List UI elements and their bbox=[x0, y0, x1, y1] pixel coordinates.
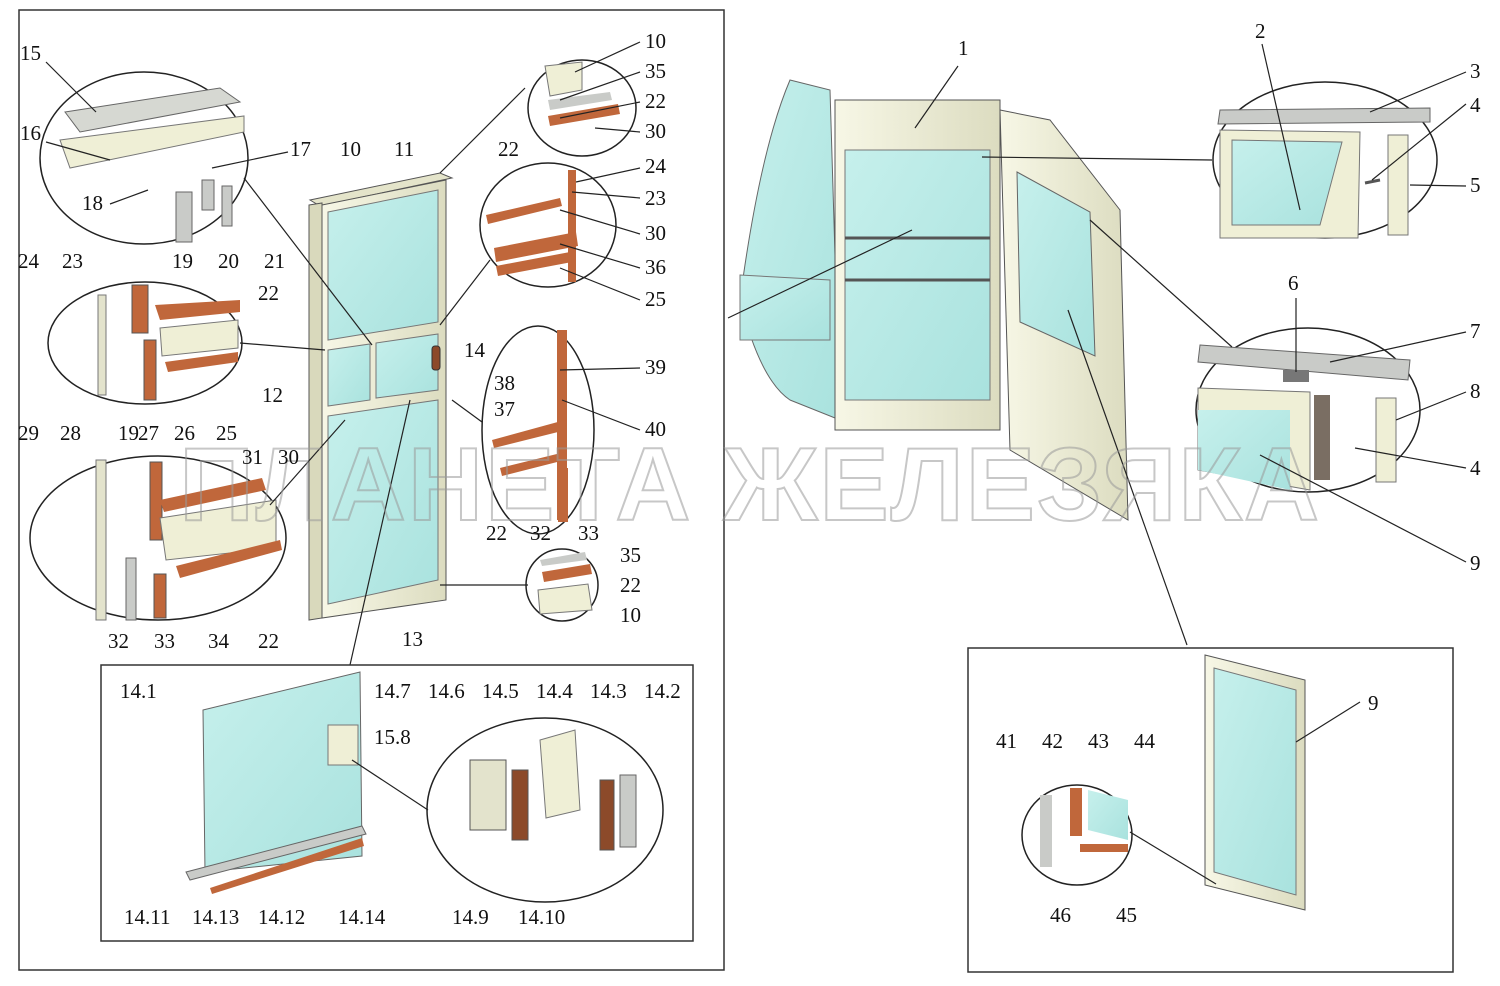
label-33-a: 33 bbox=[154, 629, 175, 653]
connector-lines bbox=[239, 87, 528, 666]
label-42: 42 bbox=[1042, 729, 1063, 753]
label-33-b: 33 bbox=[578, 521, 599, 545]
label-1: 1 bbox=[958, 36, 969, 60]
watermark: ПЛАНЕТА ЖЕЛЕЗЯКА bbox=[179, 427, 1321, 543]
label-35-b: 35 bbox=[620, 543, 641, 567]
detail-circle-2-5 bbox=[1212, 81, 1438, 239]
detail-circle-top-right bbox=[527, 59, 637, 157]
label-30-a: 30 bbox=[645, 119, 666, 143]
label-leaders bbox=[45, 41, 1467, 743]
detail-circle-right bbox=[481, 325, 595, 535]
label-20: 20 bbox=[218, 249, 239, 273]
label-21: 21 bbox=[264, 249, 285, 273]
label-30-c: 30 bbox=[278, 445, 299, 469]
label-13: 13 bbox=[402, 627, 423, 651]
label-31: 31 bbox=[242, 445, 263, 469]
label-14-9: 14.9 bbox=[452, 905, 489, 929]
label-27: 27 bbox=[138, 421, 159, 445]
label-22-d: 22 bbox=[498, 137, 519, 161]
detail-circle-lower-left bbox=[29, 455, 287, 621]
label-39: 39 bbox=[645, 355, 666, 379]
label-26: 26 bbox=[174, 421, 195, 445]
label-14-3: 14.3 bbox=[590, 679, 627, 703]
label-46: 46 bbox=[1050, 903, 1071, 927]
part-labels: 1 2 3 4 5 6 7 8 4 9 9 10 10 10 11 12 13 … bbox=[18, 19, 1481, 929]
label-15-8: 15.8 bbox=[374, 725, 411, 749]
window-leaf bbox=[308, 172, 454, 621]
detail-circle-mid-left bbox=[47, 281, 243, 405]
label-11: 11 bbox=[394, 137, 414, 161]
label-34: 34 bbox=[208, 629, 230, 653]
label-22-b: 22 bbox=[258, 629, 279, 653]
label-10-top: 10 bbox=[645, 29, 666, 53]
label-14-11: 14.11 bbox=[124, 905, 170, 929]
label-23-b: 23 bbox=[645, 186, 666, 210]
detail-circle-bottom-right bbox=[525, 548, 599, 622]
label-29: 29 bbox=[18, 421, 39, 445]
label-24-b: 24 bbox=[645, 154, 667, 178]
label-30-b: 30 bbox=[645, 221, 666, 245]
label-10-bottom: 10 bbox=[620, 603, 641, 627]
label-14-12: 14.12 bbox=[258, 905, 305, 929]
label-28: 28 bbox=[60, 421, 81, 445]
label-19: 19 bbox=[172, 249, 193, 273]
label-8: 8 bbox=[1470, 379, 1481, 403]
label-36: 36 bbox=[645, 255, 666, 279]
label-2: 2 bbox=[1255, 19, 1266, 43]
right-connector-lines bbox=[727, 65, 1233, 885]
window-9-box bbox=[967, 647, 1454, 973]
detail-circle-mid-right bbox=[479, 162, 617, 288]
label-9: 9 bbox=[1470, 551, 1481, 575]
label-22-f: 22 bbox=[620, 573, 641, 597]
label-14-2: 14.2 bbox=[644, 679, 681, 703]
label-40: 40 bbox=[645, 417, 666, 441]
label-10-leaf: 10 bbox=[340, 137, 361, 161]
label-16: 16 bbox=[20, 121, 41, 145]
detail-circle-6-9 bbox=[1195, 327, 1421, 493]
label-15: 15 bbox=[20, 41, 41, 65]
label-5: 5 bbox=[1470, 173, 1481, 197]
label-41: 41 bbox=[996, 729, 1017, 753]
label-18: 18 bbox=[82, 191, 103, 215]
label-12: 12 bbox=[262, 383, 283, 407]
label-14-6: 14.6 bbox=[428, 679, 465, 703]
label-14-4: 14.4 bbox=[536, 679, 573, 703]
label-3: 3 bbox=[1470, 59, 1481, 83]
label-17: 17 bbox=[290, 137, 311, 161]
label-14-13: 14.13 bbox=[192, 905, 239, 929]
label-22-c: 22 bbox=[645, 89, 666, 113]
label-14-5: 14.5 bbox=[482, 679, 519, 703]
label-22-a: 22 bbox=[258, 281, 279, 305]
label-7: 7 bbox=[1470, 319, 1481, 343]
label-14-1: 14.1 bbox=[120, 679, 157, 703]
label-19-mid: 19 bbox=[118, 421, 139, 445]
label-22-e: 22 bbox=[486, 521, 507, 545]
detail-circle-top bbox=[39, 71, 249, 245]
label-14-10: 14.10 bbox=[518, 905, 565, 929]
label-14-7: 14.7 bbox=[374, 679, 411, 703]
label-24-a: 24 bbox=[18, 249, 40, 273]
assembly-14-box bbox=[100, 664, 694, 942]
label-23-a: 23 bbox=[62, 249, 83, 273]
left-panel bbox=[18, 9, 725, 971]
label-32-b: 32 bbox=[530, 521, 551, 545]
label-25-a: 25 bbox=[216, 421, 237, 445]
label-35-a: 35 bbox=[645, 59, 666, 83]
label-4-second: 4 bbox=[1470, 456, 1481, 480]
cab-assembly bbox=[739, 79, 1129, 521]
label-45: 45 bbox=[1116, 903, 1137, 927]
label-44: 44 bbox=[1134, 729, 1156, 753]
label-25-b: 25 bbox=[645, 287, 666, 311]
label-38: 38 bbox=[494, 371, 515, 395]
label-37: 37 bbox=[494, 397, 515, 421]
label-14-14: 14.14 bbox=[338, 905, 386, 929]
label-32-a: 32 bbox=[108, 629, 129, 653]
label-14: 14 bbox=[464, 338, 486, 362]
label-6: 6 bbox=[1288, 271, 1299, 295]
label-43: 43 bbox=[1088, 729, 1109, 753]
label-9-box: 9 bbox=[1368, 691, 1379, 715]
label-4: 4 bbox=[1470, 93, 1481, 117]
